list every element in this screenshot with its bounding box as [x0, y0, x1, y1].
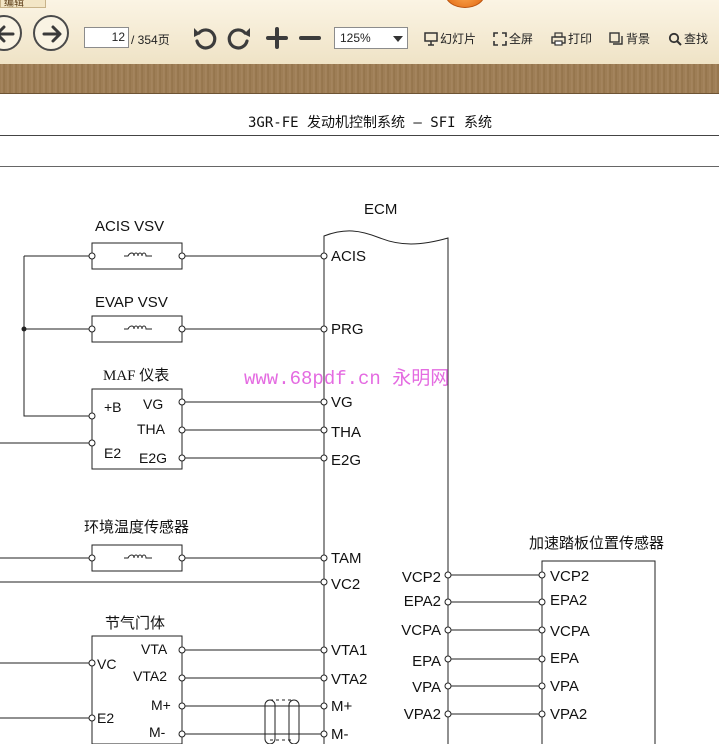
throttle-pin-vta: VTA [141, 641, 168, 657]
fullscreen-icon [493, 32, 507, 46]
chevron-down-icon [393, 36, 403, 42]
ecm-pin: VTA2 [331, 671, 367, 688]
ecm-pin: PRG [331, 321, 364, 338]
throttle-pin-vta2: VTA2 [133, 668, 167, 684]
find-button[interactable]: 查找 [668, 30, 708, 48]
slideshow-button[interactable]: 幻灯片 [424, 30, 476, 48]
pedal-pin: EPA [550, 650, 579, 667]
pedal-pin: EPA2 [550, 592, 587, 609]
ecm-pin: M+ [331, 698, 352, 715]
ecm-pin: M- [331, 726, 349, 743]
ambient-temp-sensor-label: 环境温度传感器 [84, 518, 189, 536]
ecm-pin: VG [331, 394, 353, 411]
ecm-pin: VTA1 [331, 642, 367, 659]
slideshow-label: 幻灯片 [440, 32, 477, 46]
evap-vsv-label: EVAP VSV [95, 294, 168, 311]
maf-pin-tha: THA [137, 421, 166, 437]
throttle-pin-e2: E2 [97, 710, 114, 726]
ecm-pin: VCPA [401, 622, 441, 639]
ecm-pin: EPA [412, 653, 441, 670]
ecm-pin: THA [331, 424, 361, 441]
background-label: 背景 [626, 32, 651, 46]
printer-icon [551, 32, 566, 46]
maf-pin-e2: E2 [104, 445, 121, 461]
fullscreen-label: 全屏 [509, 32, 534, 46]
title-rule-bottom [0, 166, 719, 167]
ecm-pin: EPA2 [404, 593, 441, 610]
find-label: 查找 [684, 32, 709, 46]
maf-pin-pB: +B [104, 399, 122, 415]
ecm-pin: VPA [412, 679, 441, 696]
fullscreen-button[interactable]: 全屏 [493, 30, 533, 48]
zoom-out-icon[interactable] [296, 24, 324, 52]
ecm-pin: TAM [331, 550, 362, 567]
ecm-pin: ACIS [331, 248, 366, 265]
search-icon [668, 32, 682, 46]
next-page-button[interactable] [33, 15, 69, 51]
print-label: 打印 [568, 32, 593, 46]
background-icon [609, 32, 623, 45]
projector-icon [424, 32, 438, 46]
watermark-text: www.68pdf.cn 永明网 [244, 368, 450, 390]
maf-pin-e2g: E2G [139, 450, 167, 466]
rotate-right-icon[interactable] [225, 24, 253, 52]
acis-vsv-label: ACIS VSV [95, 218, 164, 235]
ecm-pin: VCP2 [402, 569, 441, 586]
edit-menu-tab[interactable]: 编辑 [0, 0, 46, 8]
zoom-in-icon[interactable] [263, 24, 291, 52]
toolbar-stripe [0, 64, 719, 94]
ecm-label: ECM [364, 201, 397, 218]
ecm-pin: E2G [331, 452, 361, 469]
throttle-pin-mminus: M- [149, 724, 166, 740]
page-number-input[interactable]: 12 [84, 27, 129, 48]
maf-pin-vg: VG [143, 396, 163, 412]
page-total-label: / 354页 [131, 33, 170, 47]
title-rule-top [0, 135, 719, 136]
arrow-right-icon [42, 25, 62, 43]
throttle-body-label: 节气门体 [105, 615, 165, 632]
accel-pedal-sensor-label: 加速踏板位置传感器 [529, 534, 664, 552]
viewer-toolbar: 编辑 12 / 354页 125% 幻灯片 全屏 [0, 0, 719, 65]
pedal-pin: VCPA [550, 623, 590, 640]
print-button[interactable]: 打印 [551, 30, 592, 48]
document-title: 3GR-FE 发动机控制系统 – SFI 系统 [247, 115, 492, 131]
rotate-left-icon[interactable] [191, 24, 219, 52]
pedal-pin: VPA [550, 678, 579, 695]
pedal-pin: VCP2 [550, 568, 589, 585]
arrow-left-icon [0, 25, 15, 43]
ecm-pin: VPA2 [404, 706, 441, 723]
throttle-pin-mplus: M+ [151, 697, 171, 713]
background-button[interactable]: 背景 [609, 30, 650, 48]
pedal-pin: VPA2 [550, 706, 587, 723]
throttle-pin-vc: VC [97, 656, 116, 672]
zoom-select[interactable]: 125% [334, 27, 408, 49]
zoom-value: 125% [340, 31, 371, 45]
maf-label: MAF 仪表 [103, 367, 169, 384]
ecm-pin: VC2 [331, 576, 360, 593]
